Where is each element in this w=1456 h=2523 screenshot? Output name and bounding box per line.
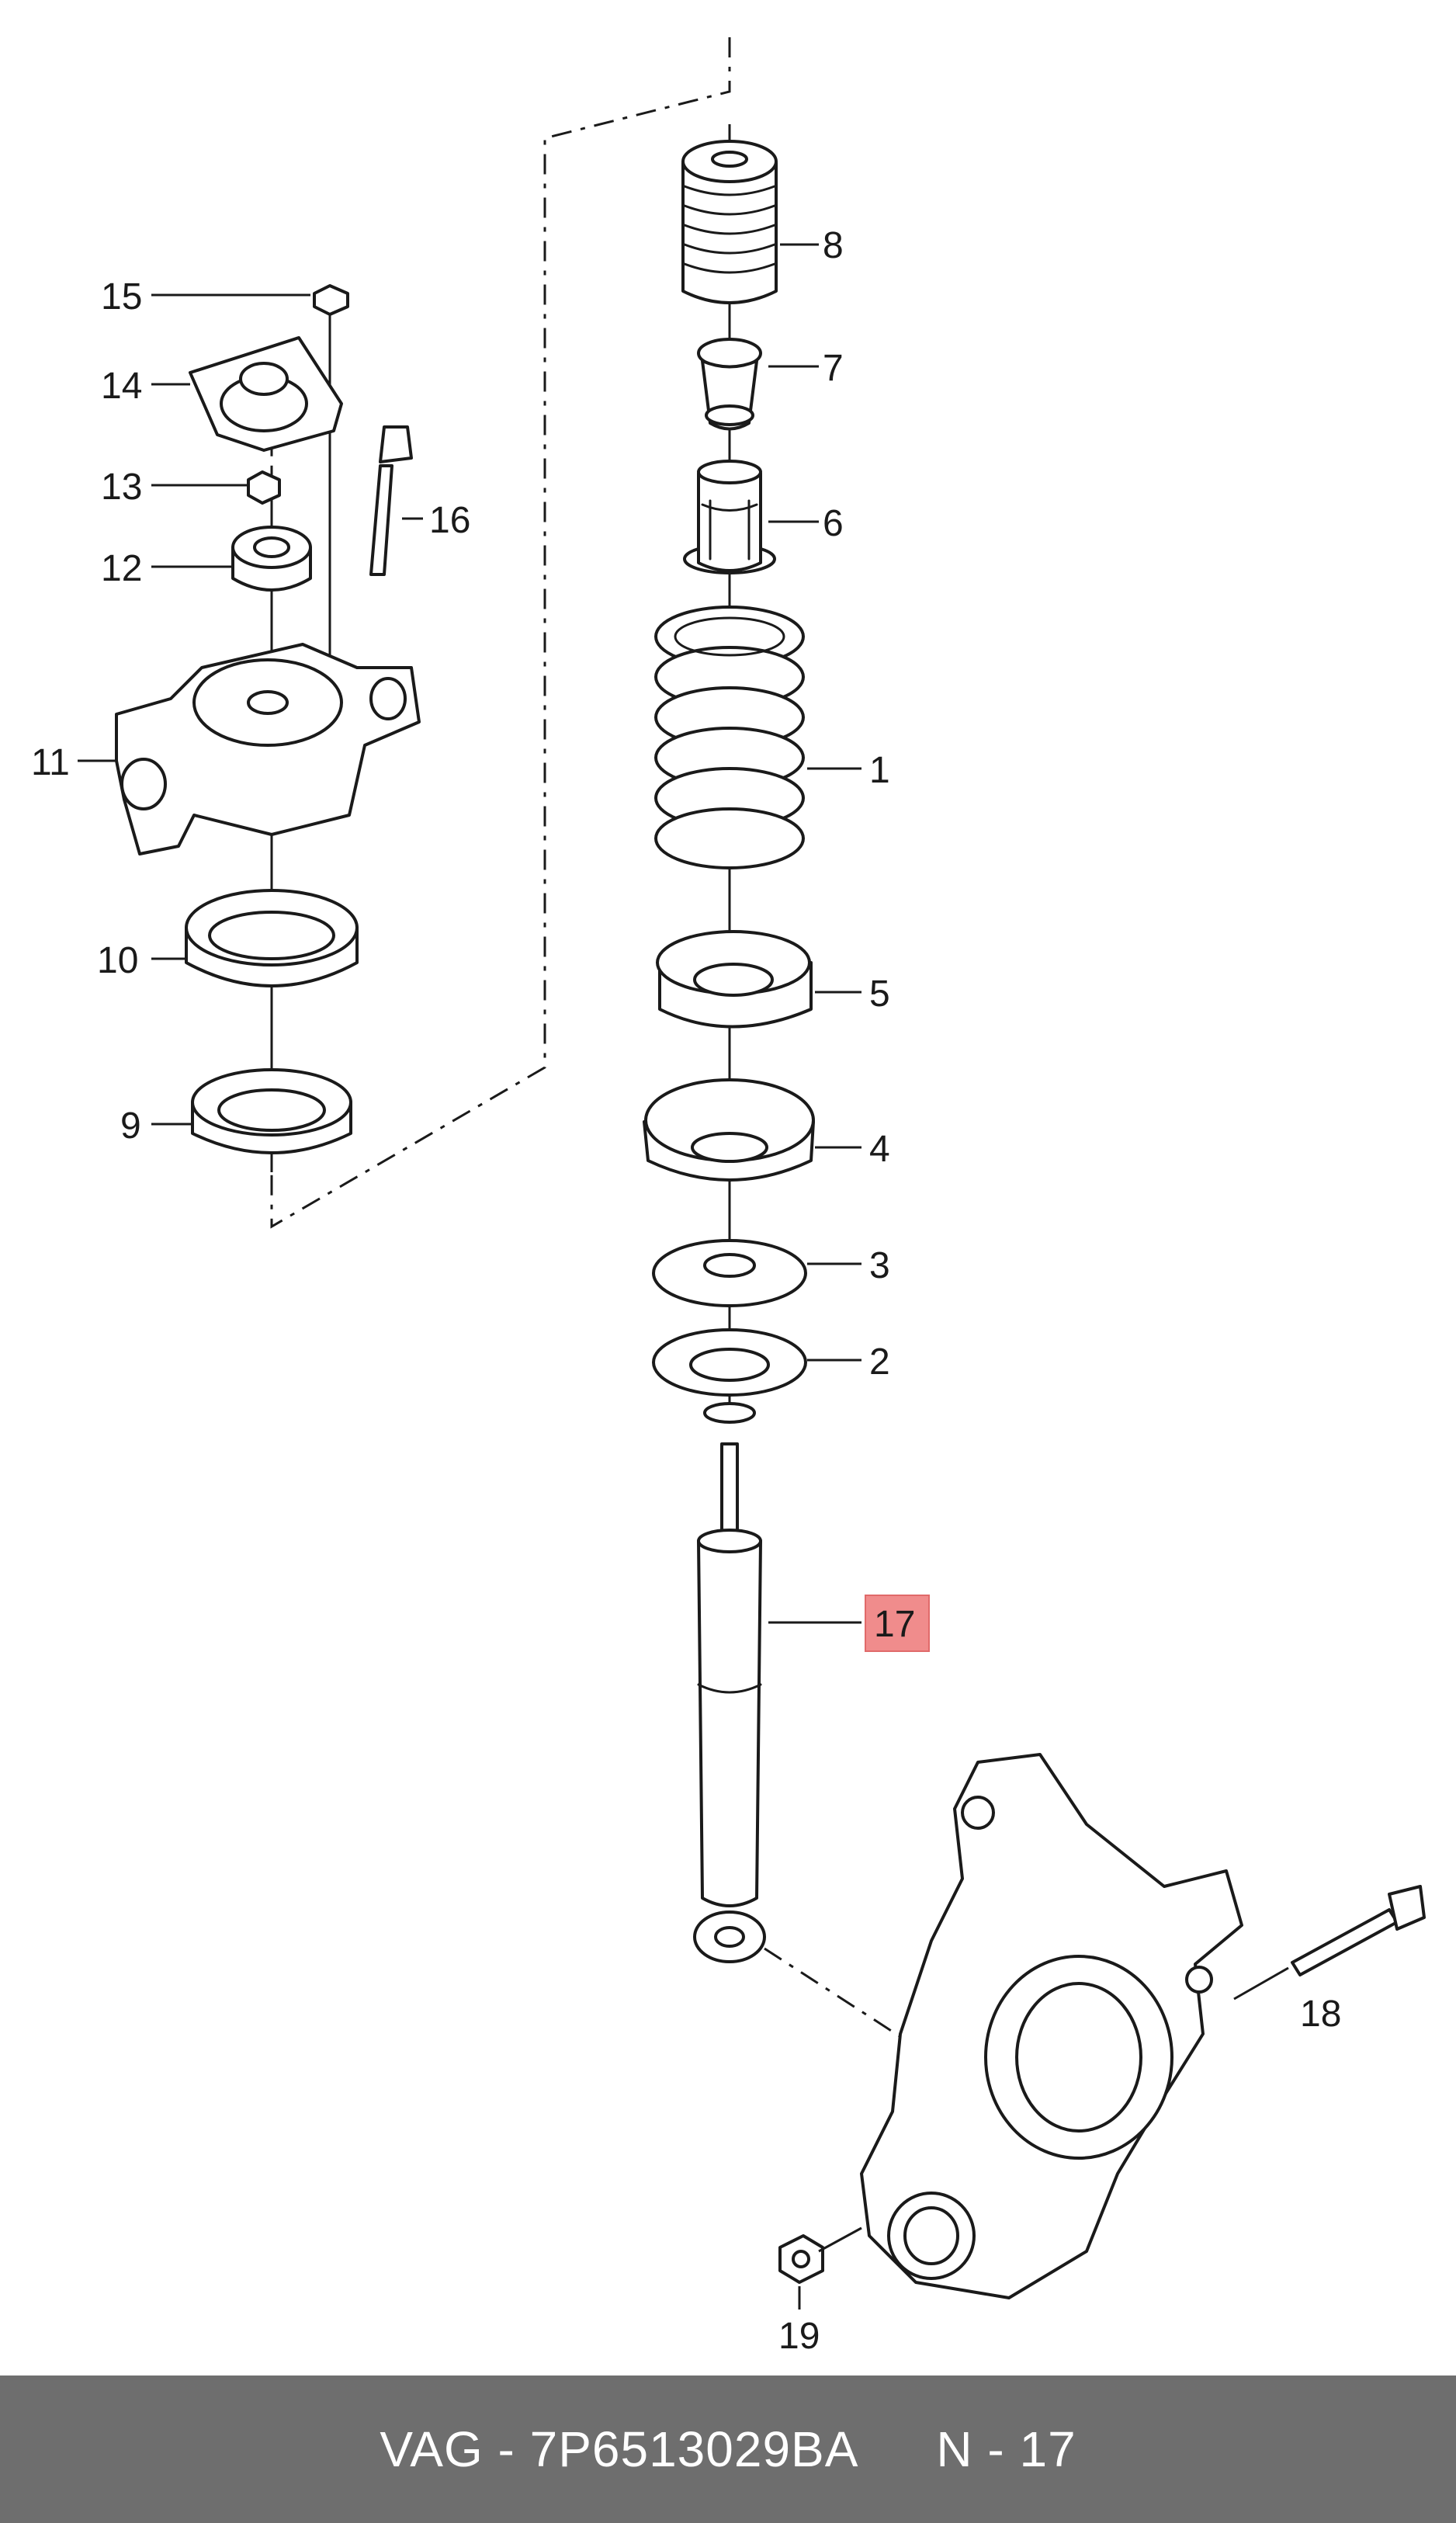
part-12-bearing xyxy=(231,526,312,592)
callout-10: 10 xyxy=(97,940,138,981)
part-6-protective-sleeve xyxy=(683,460,776,574)
callout-6: 6 xyxy=(823,503,844,544)
callout-17: 17 xyxy=(874,1604,915,1645)
part-9-isolator xyxy=(191,1068,352,1154)
callout-18: 18 xyxy=(1300,1994,1341,2035)
page-reference: N - 17 xyxy=(936,2421,1076,2477)
callout-17-highlight xyxy=(865,1595,930,1652)
callout-13: 13 xyxy=(101,467,142,508)
part-13-nut xyxy=(247,470,281,505)
part-18-bolt xyxy=(1291,1885,1426,1976)
callout-12: 12 xyxy=(101,548,142,589)
callout-7: 7 xyxy=(823,348,844,389)
wheel-knuckle xyxy=(860,1753,1243,2299)
callout-8: 8 xyxy=(823,225,844,266)
footer-bar: VAG - 7P6513029BA N - 17 xyxy=(0,2376,1456,2523)
shock-to-knuckle-line xyxy=(764,1947,909,2043)
part-17-shock-absorber xyxy=(693,1442,766,1963)
callout-19: 19 xyxy=(778,2316,820,2357)
part-8-bump-stop-boot xyxy=(681,140,778,304)
exploded-parts-diagram: 8 7 6 1 5 4 3 2 17 18 19 15 14 13 12 16 … xyxy=(31,37,1426,2357)
callout-2: 2 xyxy=(869,1341,890,1383)
part-number: VAG - 7P6513029BA xyxy=(380,2421,859,2477)
part-4-spring-plate xyxy=(643,1078,815,1182)
part-1-coil-spring xyxy=(654,606,805,869)
callout-11: 11 xyxy=(31,742,70,783)
part-5-spring-seat xyxy=(656,930,813,1029)
part-7-buffer xyxy=(697,338,762,431)
callout-9: 9 xyxy=(120,1105,141,1147)
callout-14: 14 xyxy=(101,366,142,407)
part-14-mount-plate xyxy=(189,336,343,452)
part-11-strut-housing xyxy=(115,643,421,855)
part-10-spring-pad xyxy=(185,889,359,987)
callout-5: 5 xyxy=(869,973,890,1015)
part-3-washer xyxy=(652,1239,807,1307)
callout-15: 15 xyxy=(101,276,142,318)
callout-1: 1 xyxy=(869,750,890,791)
part-16-bolt xyxy=(369,425,413,576)
part-19-nut xyxy=(778,2234,824,2284)
callout-3: 3 xyxy=(869,1245,890,1286)
leader-lines xyxy=(78,243,1289,2310)
callout-16: 16 xyxy=(429,500,470,541)
callout-4: 4 xyxy=(869,1129,890,1170)
part-15-nut xyxy=(313,284,349,316)
part-2-cup-washer xyxy=(652,1328,807,1424)
